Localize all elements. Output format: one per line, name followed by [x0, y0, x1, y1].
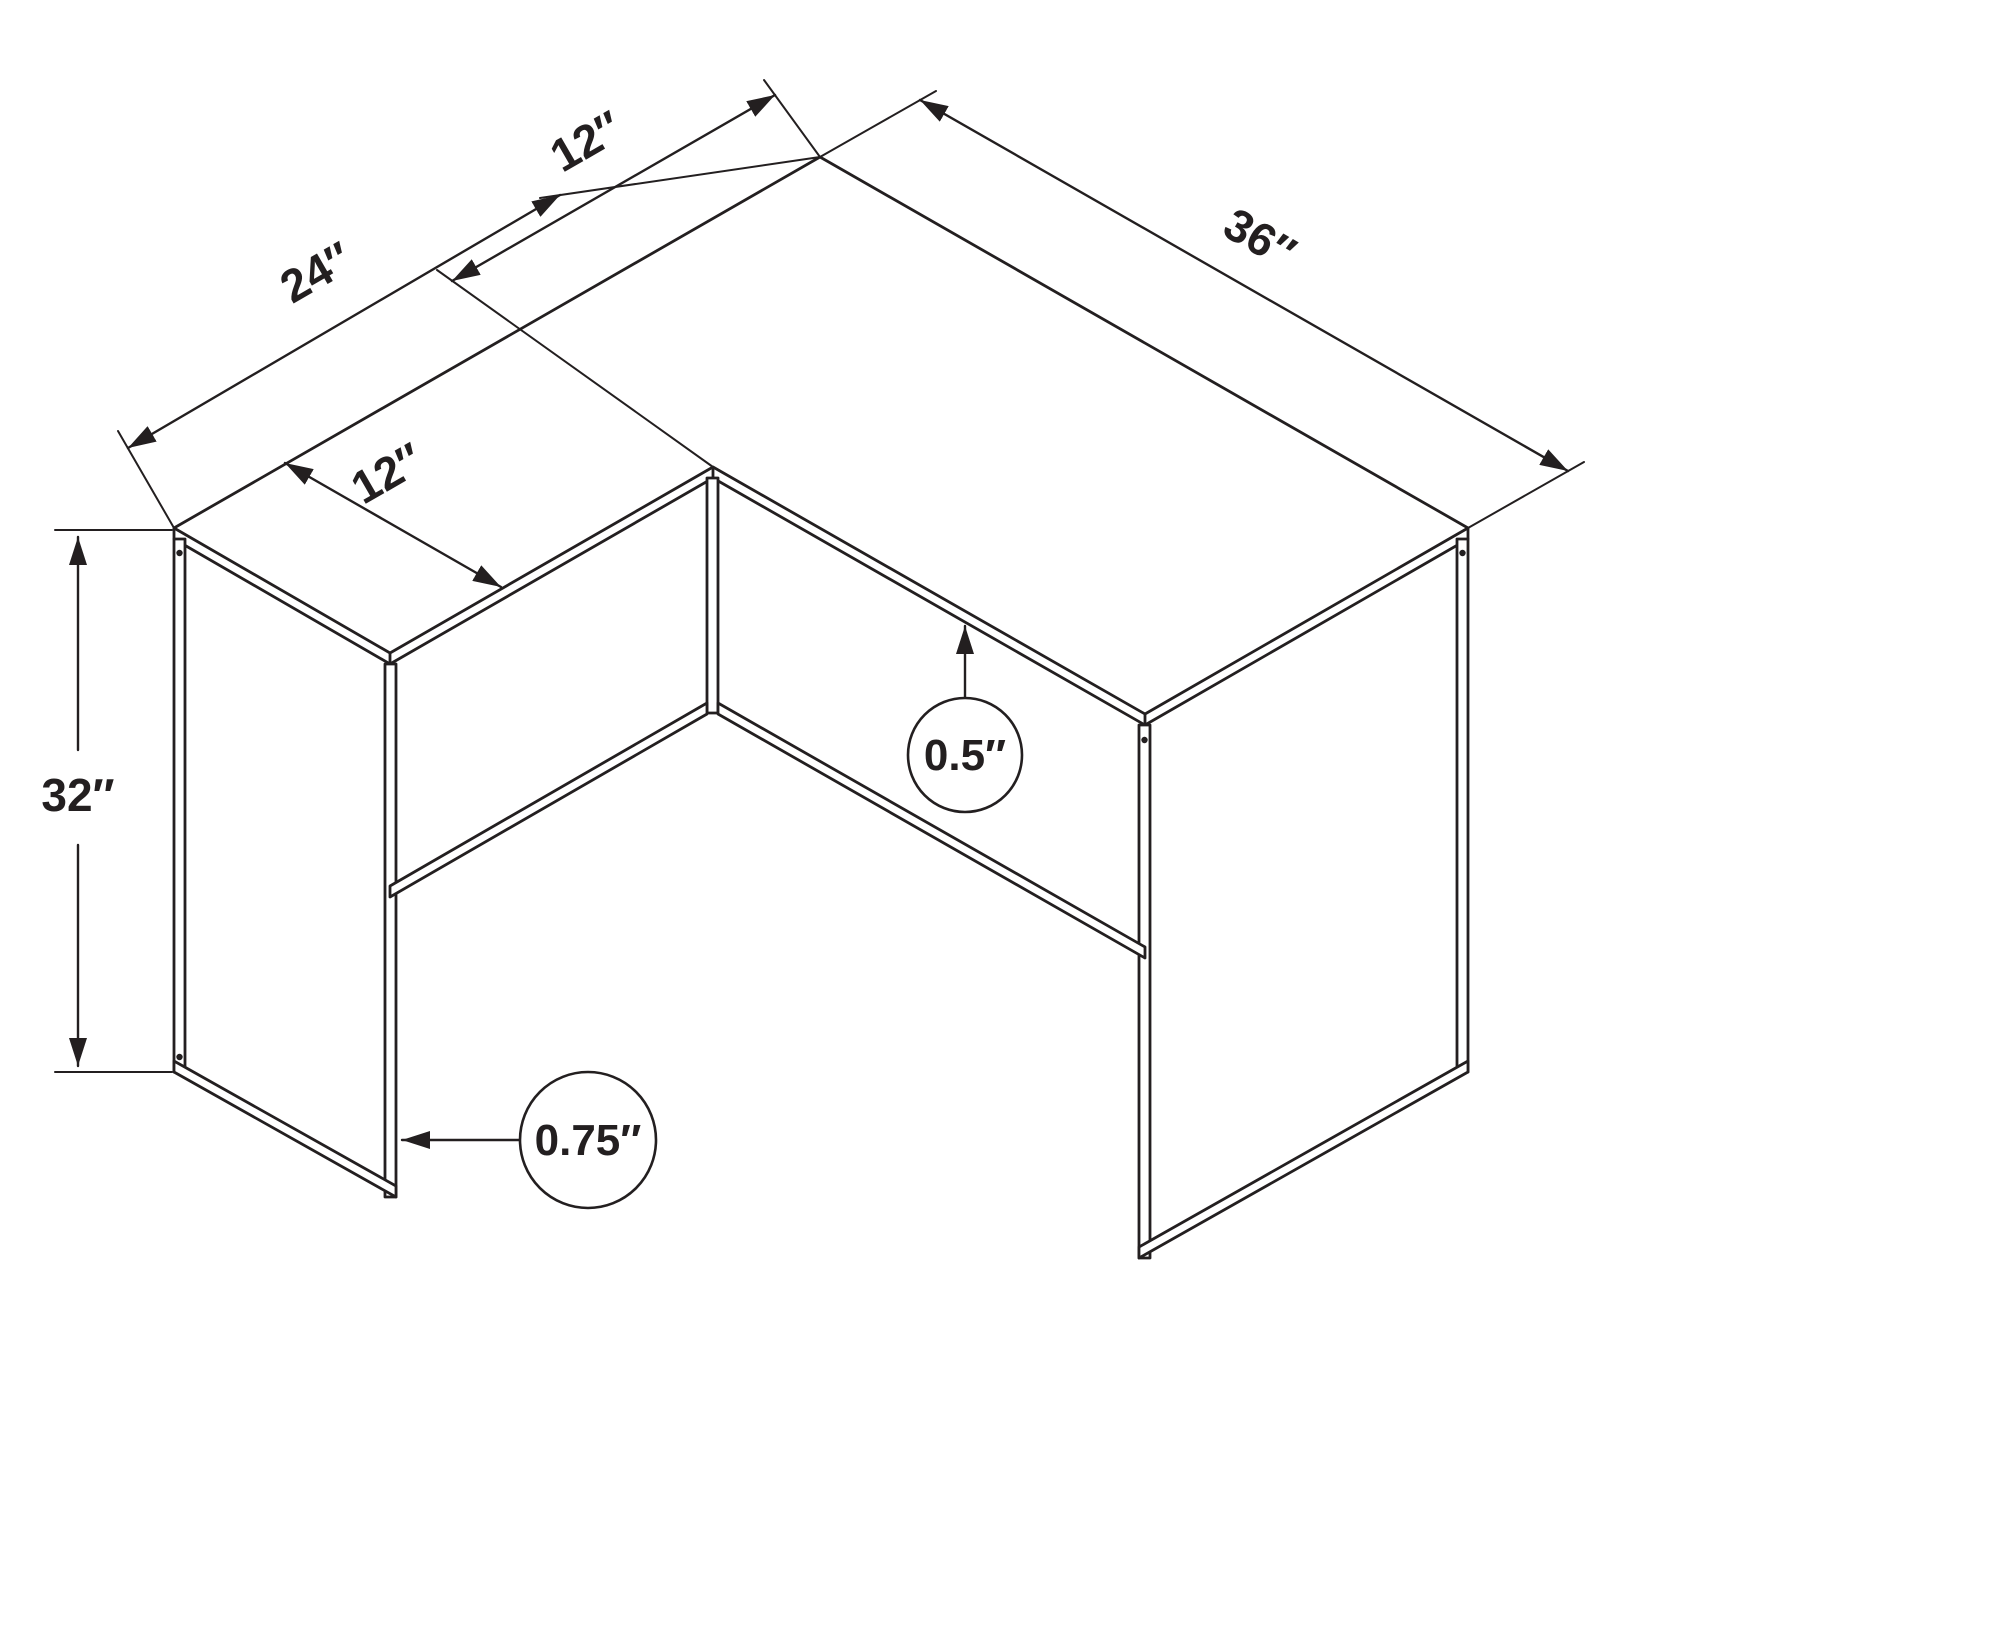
fastener-dot — [1459, 549, 1466, 557]
fastener-dot — [176, 1053, 183, 1061]
leg-right-back — [1455, 537, 1470, 1074]
mid-rail-right-wing — [716, 701, 1147, 960]
callout-top-thickness: 0.5″ — [906, 624, 1024, 814]
leg-right-front — [1137, 723, 1152, 1260]
extension-line — [819, 90, 937, 158]
bottom-rail-right-end — [1137, 1059, 1470, 1260]
callout-circle — [906, 696, 1024, 814]
mid-rail-left-wing — [388, 701, 709, 899]
extension-line — [539, 156, 821, 199]
callout-label: 0.5″ — [924, 731, 1006, 780]
leg-center-support — [705, 476, 720, 715]
dimension-label: 32″ — [41, 769, 114, 821]
dimension-arrow — [918, 98, 1570, 473]
fastener-dot — [176, 549, 183, 557]
bottom-rail-left-end — [172, 1059, 398, 1199]
leg-left-back — [172, 537, 187, 1074]
dimension-arrow — [283, 461, 503, 589]
leg-left-front — [383, 662, 398, 1199]
extension-line — [763, 79, 821, 158]
fastener-dot — [1141, 736, 1148, 744]
dimension-arrow — [126, 193, 562, 450]
extension-line — [1467, 461, 1585, 529]
callout-tube-width: 0.75″ — [400, 1070, 658, 1210]
callout-circle — [518, 1070, 658, 1210]
dimension-overall-height: 32″ — [41, 529, 173, 1073]
callout-label: 0.75″ — [535, 1116, 642, 1165]
